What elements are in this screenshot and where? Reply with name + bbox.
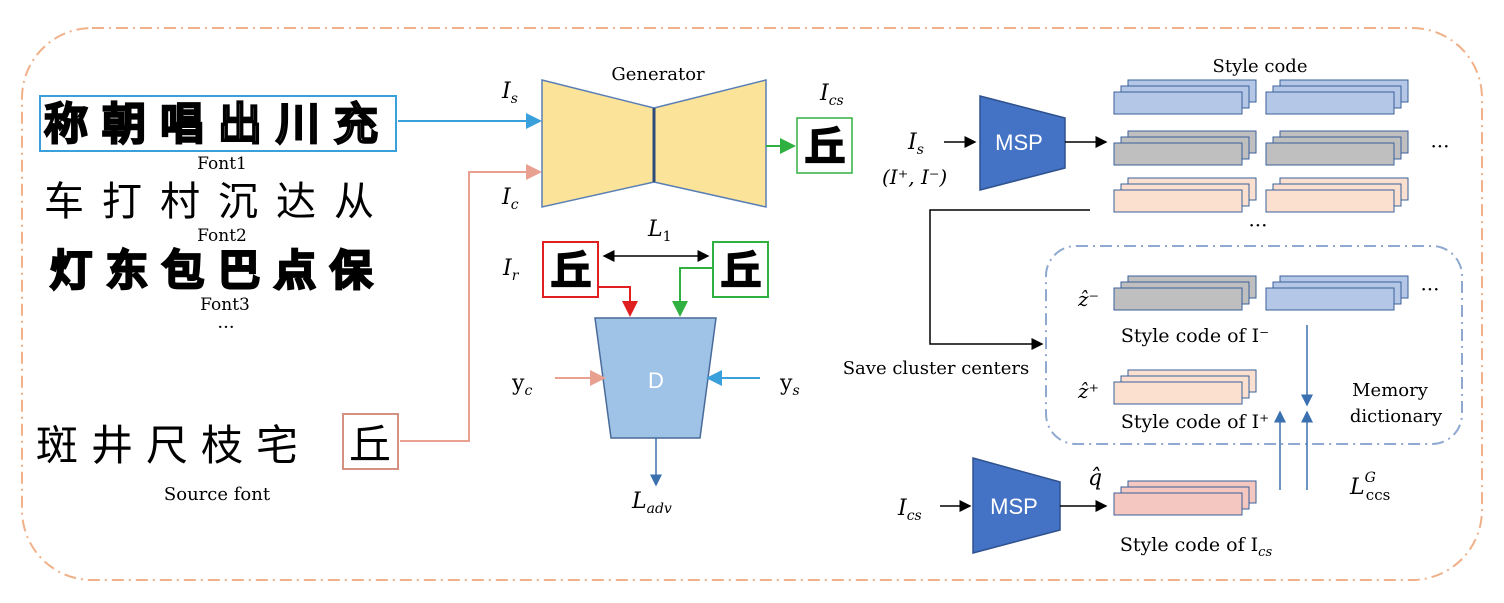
neg-code-stacks xyxy=(1113,275,1409,311)
style-pos-label: Style code of I⁺ xyxy=(1121,411,1269,433)
font2-chars: 车打村沉达从 xyxy=(44,179,392,225)
style-ics-label: Style code of Ics xyxy=(1120,534,1273,560)
label-l1: L1 xyxy=(647,217,672,245)
generator-decoder xyxy=(653,79,767,208)
memory-label-line2: dictionary xyxy=(1350,406,1443,427)
label-ic: Ic xyxy=(501,185,519,213)
memory-label-line1: Memory xyxy=(1352,380,1429,401)
font2-label: Font2 xyxy=(197,226,247,246)
source-target-box xyxy=(342,413,399,470)
arrow-save-centers xyxy=(929,209,1090,350)
ellipsis-dict: ··· xyxy=(1420,277,1439,301)
msp-label-top: MSP xyxy=(995,130,1043,155)
outer-frame xyxy=(21,27,1483,581)
arrow-real-to-d xyxy=(598,286,638,317)
label-is-right: Is xyxy=(907,130,924,158)
font3-chars: 灯东包巴点保 xyxy=(50,246,386,295)
style-code-title: Style code xyxy=(1213,56,1308,77)
label-ics: Ics xyxy=(819,81,844,109)
source-chars: 斑井尺枝宅 xyxy=(36,421,311,470)
label-pair: (I⁺, I⁻) xyxy=(882,165,947,189)
real-glyph-box xyxy=(542,241,599,298)
label-yc: yc xyxy=(511,371,532,399)
label-ir: Ir xyxy=(502,256,520,284)
fake-glyph-box xyxy=(712,241,769,298)
label-ys: ys xyxy=(779,371,800,399)
memory-dictionary-box xyxy=(1045,245,1463,445)
ics-code-stack xyxy=(1113,480,1257,516)
label-q-hat: q̂ xyxy=(1088,466,1102,491)
discriminator-label: D xyxy=(648,368,664,393)
ellipsis-bottom: ··· xyxy=(1248,213,1267,237)
msp-block-bottom xyxy=(972,457,1061,554)
label-ladv: Ladv xyxy=(631,489,672,517)
arrow-source-to-generator xyxy=(400,164,542,442)
font1-box xyxy=(39,95,397,152)
fonts-ellipsis: ··· xyxy=(217,317,234,338)
generator-encoder xyxy=(541,79,655,208)
ellipsis-right: ··· xyxy=(1430,134,1449,158)
output-glyph: 丘 xyxy=(805,124,845,170)
msp-label-bottom: MSP xyxy=(990,494,1038,519)
label-z-plus: ẑ⁺ xyxy=(1077,379,1099,403)
font1-chars: 称朝唱出川充 xyxy=(44,99,392,150)
generator-title: Generator xyxy=(611,64,705,85)
pos-code-stack xyxy=(1113,369,1257,405)
label-is: Is xyxy=(501,79,518,107)
label-ics-right: Ics xyxy=(897,496,922,524)
output-glyph-box xyxy=(796,117,853,174)
source-label: Source font xyxy=(164,484,271,505)
style-neg-label: Style code of I⁻ xyxy=(1121,325,1269,347)
font3-label: Font3 xyxy=(200,295,250,315)
msp-block-top xyxy=(979,95,1066,191)
arrow-fake-to-d xyxy=(672,267,713,317)
fake-glyph: 丘 xyxy=(721,248,761,294)
real-glyph: 丘 xyxy=(551,248,591,294)
label-z-minus: ẑ⁻ xyxy=(1077,287,1099,311)
style-code-stacks xyxy=(1113,79,1409,213)
discriminator-block xyxy=(594,317,717,439)
save-centers-label: Save cluster centers xyxy=(843,358,1030,379)
source-target-char: 丘 xyxy=(349,420,391,469)
font1-label: Font1 xyxy=(197,154,247,174)
